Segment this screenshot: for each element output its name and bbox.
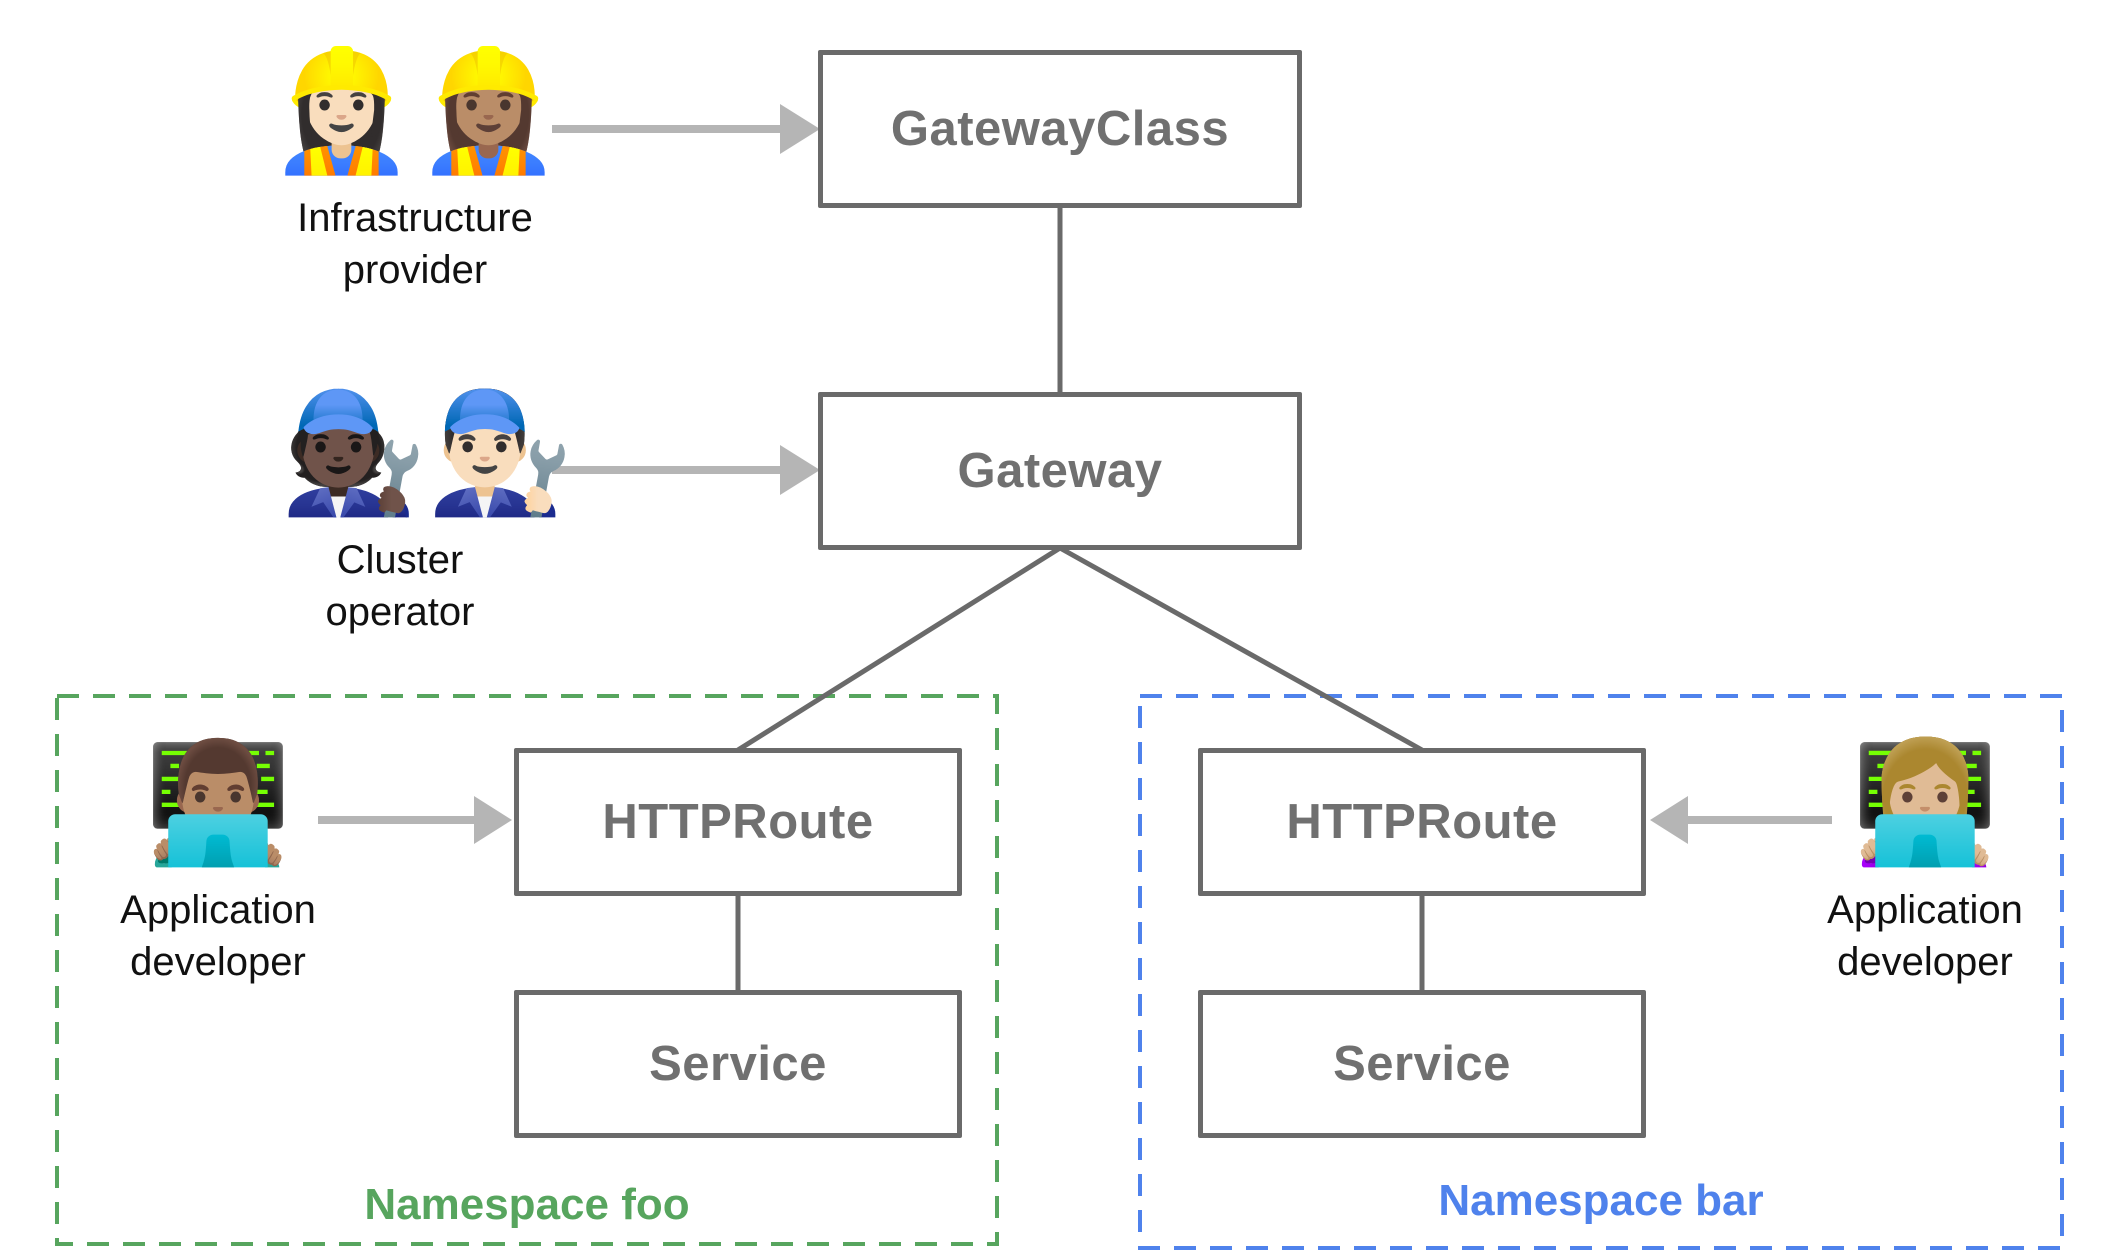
- arrow-infrastructure-provider: [552, 104, 820, 154]
- persona-app-developer-foo-label: Application developer: [120, 887, 316, 984]
- namespace-bar-label: Namespace bar: [1438, 1176, 1764, 1225]
- node-gateway-label: Gateway: [957, 444, 1163, 498]
- construction-worker-icons: 👷🏻‍♀️👷🏽‍♀️: [268, 45, 562, 177]
- node-httproute-bar: HTTPRoute: [1198, 748, 1646, 896]
- persona-infrastructure-provider: 👷🏻‍♀️👷🏽‍♀️ Infrastructure provider: [245, 44, 585, 296]
- edge-gateway-httproute-foo: [736, 545, 1062, 753]
- node-httproute-foo: HTTPRoute: [514, 748, 962, 896]
- node-service-bar: Service: [1198, 990, 1646, 1138]
- arrow-cluster-operator: [552, 445, 820, 495]
- technologist-icon: 👨🏽‍💻: [144, 737, 292, 869]
- node-httproute-bar-label: HTTPRoute: [1286, 795, 1558, 849]
- persona-cluster-operator: 🧑🏿‍🔧👨🏻‍🔧 Cluster operator: [280, 386, 574, 638]
- node-service-foo: Service: [514, 990, 962, 1138]
- namespace-bar-border: [1138, 694, 2064, 1250]
- arrow-app-developer-bar: [1650, 796, 1832, 844]
- edge-gateway-httproute-bar: [1058, 545, 1424, 753]
- arrow-app-developer-foo: [318, 796, 512, 844]
- mechanic-icons: 🧑🏿‍🔧👨🏻‍🔧: [280, 387, 574, 519]
- node-gatewayclass: GatewayClass: [818, 50, 1302, 208]
- technologist-icon: 👩🏼‍💻: [1851, 737, 1999, 869]
- persona-app-developer-bar-label: Application developer: [1827, 887, 2023, 984]
- namespace-foo-border: [55, 694, 999, 1246]
- node-gateway: Gateway: [818, 392, 1302, 550]
- node-service-foo-label: Service: [649, 1037, 827, 1091]
- node-service-bar-label: Service: [1333, 1037, 1511, 1091]
- namespace-foo-label: Namespace foo: [364, 1180, 690, 1229]
- persona-infrastructure-provider-label: Infrastructure provider: [297, 195, 533, 292]
- persona-cluster-operator-label: Cluster operator: [325, 537, 475, 634]
- node-gatewayclass-label: GatewayClass: [890, 102, 1230, 156]
- persona-app-developer-bar: 👩🏼‍💻 Application developer: [1765, 736, 2085, 988]
- node-httproute-foo-label: HTTPRoute: [602, 795, 874, 849]
- persona-app-developer-foo: 👨🏽‍💻 Application developer: [58, 736, 378, 988]
